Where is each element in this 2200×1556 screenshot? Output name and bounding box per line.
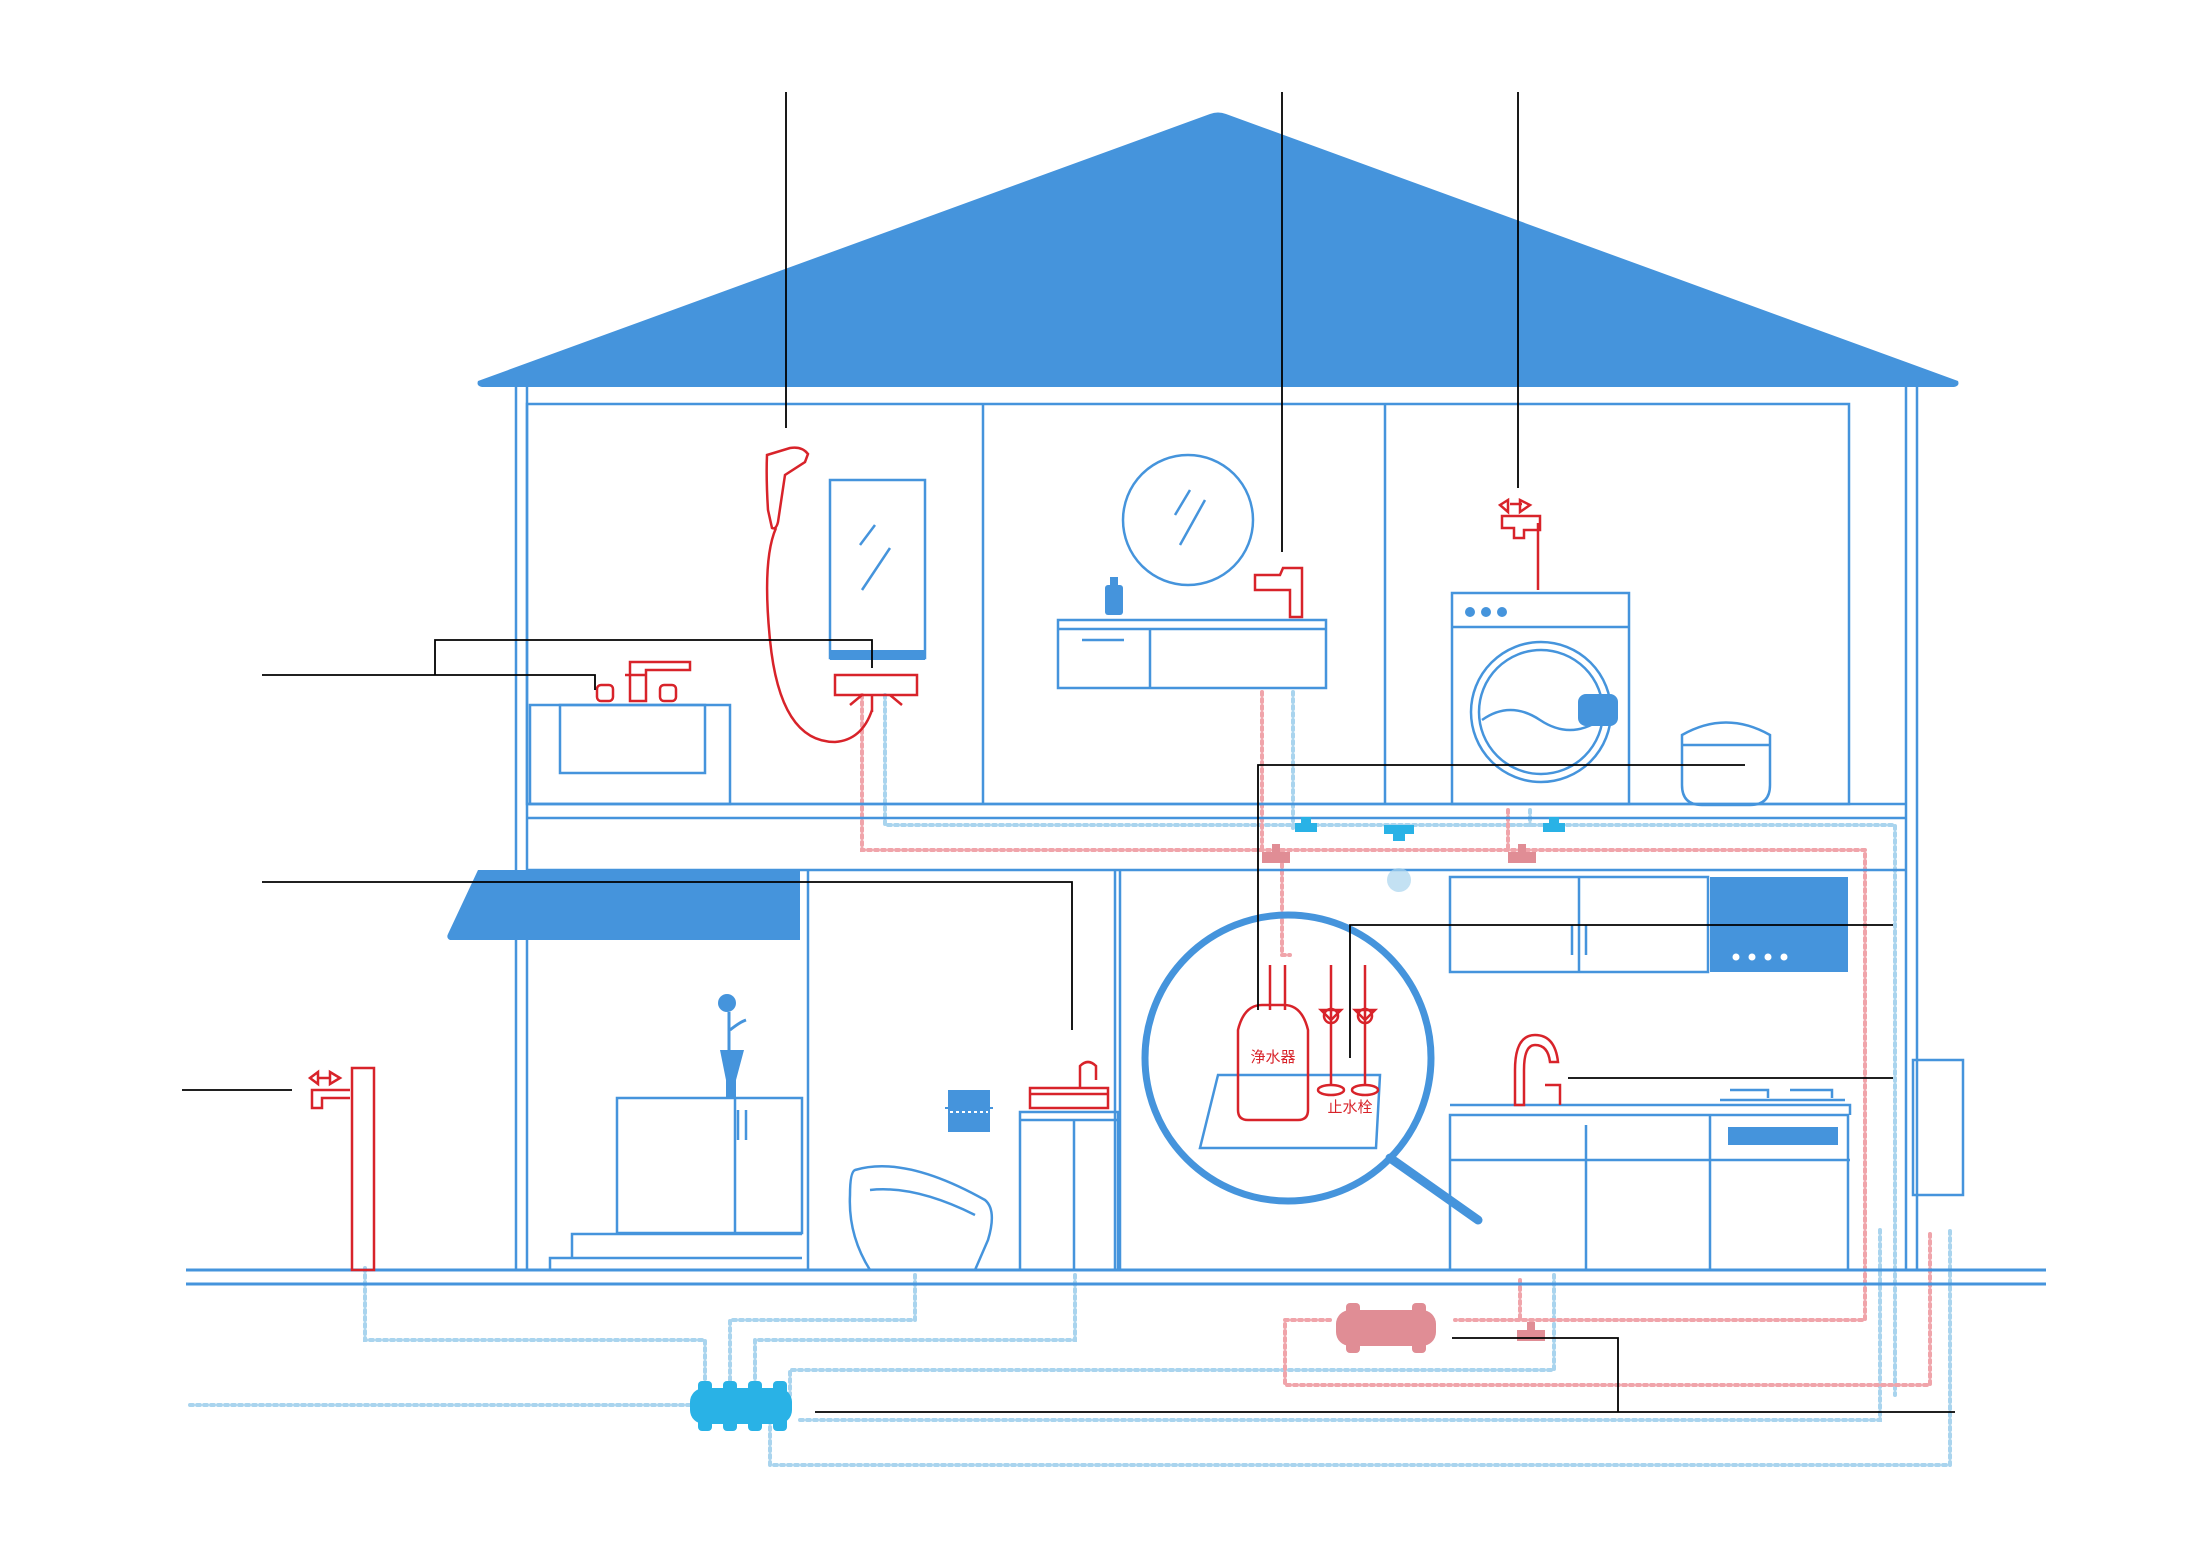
- flower-vase-icon: [718, 994, 747, 1098]
- pipe-fittings: [1262, 817, 1565, 1341]
- shower-head-icon: [765, 446, 874, 744]
- water-heater-icon: [1911, 1058, 1965, 1197]
- entrance: [548, 1096, 804, 1270]
- hot-water-pipes: [860, 690, 1932, 1387]
- house-roof-icon: [477, 112, 1959, 387]
- stop-valve-label: 止水栓: [1327, 1098, 1372, 1116]
- washing-machine-tap-icon: [1497, 497, 1542, 590]
- laundry-room: [1450, 497, 1772, 807]
- toilet-room: [848, 1060, 1120, 1272]
- porch-canopy: [447, 870, 800, 940]
- leader-stop-valve: [1349, 924, 1893, 1058]
- bathroom-mirror: [828, 478, 927, 660]
- washbasin-faucet-icon: [595, 660, 692, 703]
- soap-dispenser-icon: [1105, 577, 1123, 615]
- bathroom: [528, 446, 927, 806]
- cold-water-header-icon: [690, 1381, 792, 1431]
- stop-valve-icon: [1316, 1007, 1380, 1097]
- hand-wash-cabinet: [1018, 1110, 1120, 1272]
- water-purifier-icon: [1236, 1003, 1310, 1122]
- toilet-paper-icon: [945, 1090, 993, 1132]
- water-purifier-label: 浄水器: [1250, 1048, 1295, 1066]
- magnifier-icon: [1141, 911, 1483, 1225]
- vanity-cabinet: [1056, 618, 1328, 690]
- kitchen: [1448, 875, 1852, 1272]
- leader-toilet-sink: [262, 881, 1073, 1030]
- bathtub-faucet-icon: [833, 673, 919, 712]
- leader-bath: [262, 639, 873, 690]
- washroom: [1056, 453, 1328, 690]
- leader-headers: [815, 1337, 1955, 1413]
- house-structure: [186, 112, 2046, 1286]
- stove-icon: [1720, 1088, 1845, 1145]
- kitchen-faucet-icon: [1513, 1033, 1562, 1107]
- hand-wash-sink-icon: [1028, 1060, 1110, 1110]
- base-cabinet: [1448, 1113, 1850, 1272]
- washbasin-tap-icon: [1253, 566, 1304, 619]
- toilet-icon: [848, 1165, 994, 1272]
- outdoor-faucet-icon: [307, 1066, 376, 1272]
- leader-lines: [182, 92, 1955, 1413]
- leader-purifier: [1257, 764, 1745, 1010]
- round-mirror: [1121, 453, 1255, 587]
- hot-water-header-icon: [1336, 1303, 1436, 1353]
- laundry-basket-icon: [1680, 721, 1772, 807]
